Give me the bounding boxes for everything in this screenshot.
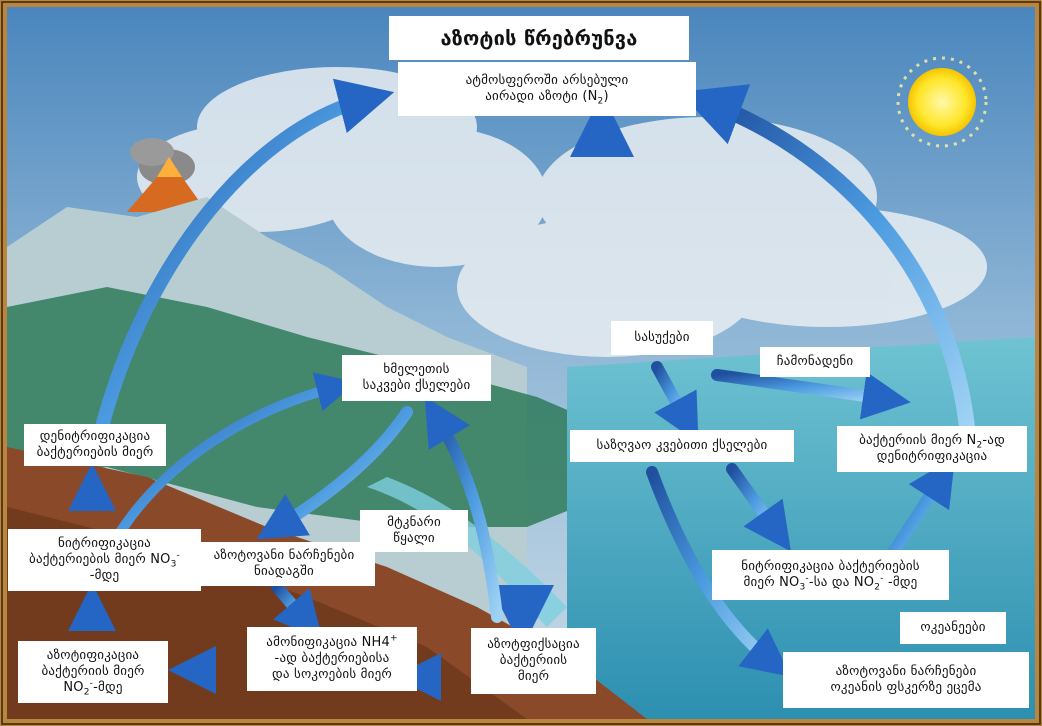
oceans-text: ოკეანეები xyxy=(920,620,986,635)
fertilizers-label: სასუქები xyxy=(611,321,713,355)
runoff-text: ჩამონადენი xyxy=(776,354,854,369)
ammonification-sup: + xyxy=(389,633,398,644)
fresh-water-line-2: წყალი xyxy=(393,531,435,546)
nitrification-no3-line-1: ნიტრიფიკაცია xyxy=(58,536,151,551)
denitrification-land-line-1: დენიტრიფიკაცია xyxy=(39,429,151,444)
atmospheric-nitrogen-label: ატმოსფეროში არსებული აირადი აზოტი (N2) xyxy=(398,62,696,116)
nitritation-line-2: ბაქტერიის მიერ xyxy=(41,664,145,679)
sea-denit-1b: -ად xyxy=(982,433,1005,448)
nitrification-sea-sub2: 2 xyxy=(874,582,881,593)
arrow-land-food-to-soil xyxy=(256,406,413,540)
land-food-line-1: ხმელეთის xyxy=(383,362,450,377)
nitrogen-fixation-label: აზოტფიქსაცია ბაქტერიის მიერ xyxy=(471,628,596,694)
fixation-line-3: მიერ xyxy=(517,669,550,684)
fresh-water-label: მტკნარი წყალი xyxy=(360,510,468,552)
nitrification-sea-label: ნიტრიფიკაცია ბაქტერიების მიერ NO3--სა და… xyxy=(712,550,949,600)
cycle-arrows xyxy=(68,78,975,701)
nitritation-3b: -მდე xyxy=(93,680,123,695)
nitritation-line-3: NO2--მდე xyxy=(63,678,123,698)
arrow-nitrification-to-sea-denitrification xyxy=(881,456,956,568)
arrow-runoff xyxy=(711,369,911,420)
atmosphere-sub: 2 xyxy=(597,96,604,107)
volcano-icon xyxy=(127,138,207,212)
atmosphere-line-2: აირადი აზოტი (N2) xyxy=(485,89,609,107)
nitrification-sea-2a: მიერ NO xyxy=(743,575,800,590)
diagram-title-text: აზოტის წრებრუნვა xyxy=(440,26,638,50)
land-food-webs-label: ხმელეთის საკვები ქსელები xyxy=(342,355,491,401)
ocean-floor-line-2: ოკეანის ფსკერზე ეცემა xyxy=(830,680,982,695)
sea-denitrification-label: ბაქტერიის მიერ N2-ად დენიტრიფიკაცია xyxy=(837,426,1027,472)
nitrification-sea-sub1: 3 xyxy=(799,582,806,593)
ocean-floor-waste-label: აზოტოვანი ნარჩენები ოკეანის ფსკერზე ეცემ… xyxy=(783,652,1029,708)
fixation-line-2: ბაქტერიის xyxy=(499,653,568,668)
ammonification-line-3: და სოკოების მიერ xyxy=(272,667,392,682)
arrow-fixation-to-land-food xyxy=(424,396,503,623)
diagram-title: აზოტის წრებრუნვა xyxy=(389,16,689,60)
nitritation-line-1: აზოტიფიკაცია xyxy=(46,648,140,663)
runoff-label: ჩამონადენი xyxy=(760,347,870,377)
nitrification-sea-line-1: ნიტრიფიკაცია ბაქტერიების xyxy=(741,559,920,574)
nitrification-sea-sup2: - xyxy=(880,573,884,584)
marine-food-webs-label: საზღვაო კვებითი ქსელები xyxy=(570,430,794,462)
sea-denit-sub: 2 xyxy=(976,440,983,451)
arrow-fertilizer-to-marine-food xyxy=(651,361,699,444)
oceans-label: ოკეანეები xyxy=(900,612,1006,644)
soil-nitrogen-line-2: ნიადაგში xyxy=(254,564,314,579)
sea-denit-1a: ბაქტერიის მიერ N xyxy=(859,433,977,448)
sea-denitrification-line-1: ბაქტერიის მიერ N2-ად xyxy=(859,433,1005,451)
nitritation-3a: NO xyxy=(63,680,84,695)
soil-nitrogen-waste-label: აზოტოვანი ნარჩენები ნიადაგში xyxy=(193,542,375,586)
arrow-marine-food-to-nitrification xyxy=(726,463,791,552)
nitrification-no3-sub: 3 xyxy=(170,559,177,570)
arrow-nitrification-to-land-food xyxy=(112,372,357,542)
nitrification-sea-line-2: მიერ NO3--სა და NO2- -მდე xyxy=(743,573,918,593)
ammonification-line-2: -ად ბაქტერიებისა xyxy=(274,651,390,666)
atmosphere-line-2a: აირადი აზოტი (N xyxy=(485,89,598,104)
nitrification-no3-line-2: ბაქტერიების მიერ NO3- xyxy=(29,550,180,570)
fresh-water-line-1: მტკნარი xyxy=(387,515,441,530)
atmosphere-line-1: ატმოსფეროში არსებული xyxy=(465,73,629,88)
arrow-sea-denitrification-to-atmosphere xyxy=(679,84,975,435)
ocean-floor-line-1: აზოტოვანი ნარჩენები xyxy=(835,664,977,679)
fixation-line-1: აზოტფიქსაცია xyxy=(487,637,580,652)
sun-icon xyxy=(896,56,988,148)
ammonification-line-1: ამონიფიკაცია NH4+ xyxy=(266,633,398,651)
marine-food-text: საზღვაო კვებითი ქსელები xyxy=(596,438,768,453)
arrow-marine-food-to-ocean-floor xyxy=(646,466,791,677)
nitrification-no3-sup: - xyxy=(176,550,180,561)
nitrification-sea-2b: -სა და NO xyxy=(808,575,875,590)
nitritation-no2-label: აზოტიფიკაცია ბაქტერიის მიერ NO2--მდე xyxy=(18,641,168,703)
fertilizers-text: სასუქები xyxy=(634,330,690,345)
ammonification-1a: ამონიფიკაცია NH4 xyxy=(266,635,390,650)
arrow-soil-to-ammonification xyxy=(271,581,323,641)
land-food-line-2: საკვები ქსელები xyxy=(362,378,471,393)
nitritation-sub: 2 xyxy=(83,687,90,698)
nitritation-sup: - xyxy=(89,678,94,689)
arrow-denitrification-to-atmosphere xyxy=(95,78,395,434)
ammonification-label: ამონიფიკაცია NH4+ -ად ბაქტერიებისა და სო… xyxy=(247,627,417,691)
denitrification-land-line-2: ბაქტერიების მიერ xyxy=(36,445,154,460)
soil-nitrogen-line-1: აზოტოვანი ნარჩენები xyxy=(213,548,355,563)
sea-denitrification-line-2: დენიტრიფიკაცია xyxy=(876,449,988,464)
nitrification-sea-sup1: - xyxy=(805,573,809,584)
atmosphere-line-2b: ) xyxy=(603,89,609,104)
nitrification-no3-label: ნიტრიფიკაცია ბაქტერიების მიერ NO3- -მდე xyxy=(8,529,201,591)
nitrification-no3-2a: ბაქტერიების მიერ NO xyxy=(29,552,171,567)
nitrification-no3-line-3: -მდე xyxy=(89,568,120,583)
nitrification-sea-2c: -მდე xyxy=(883,575,918,590)
denitrification-land-label: დენიტრიფიკაცია ბაქტერიების მიერ xyxy=(24,424,166,466)
